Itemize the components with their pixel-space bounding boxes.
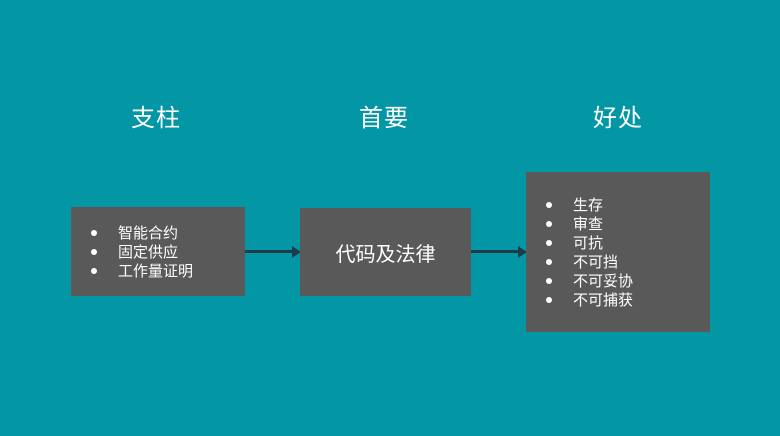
arrowhead-right-icon xyxy=(292,246,301,258)
benefits-box: 生存审查可抗不可挡不可妥协不可捕获 xyxy=(526,172,710,332)
list-item: 不可捕获 xyxy=(546,290,710,309)
list-item: 不可挡 xyxy=(546,252,710,271)
bullet-icon xyxy=(546,239,552,246)
list-item-label: 智能合约 xyxy=(118,225,179,242)
list-item: 生存 xyxy=(546,195,710,214)
list-item-label: 审查 xyxy=(573,216,604,233)
list-item-label: 固定供应 xyxy=(118,244,179,261)
bullet-icon xyxy=(546,220,552,227)
list-item-label: 工作量证明 xyxy=(118,263,194,280)
arrowhead-right-icon xyxy=(518,246,527,258)
list-item: 工作量证明 xyxy=(91,261,245,280)
list-item: 不可妥协 xyxy=(546,271,710,290)
arrow-primary-to-benefits xyxy=(471,250,519,253)
primary-box-label: 代码及法律 xyxy=(335,243,436,266)
list-item: 审查 xyxy=(546,214,710,233)
list-item: 固定供应 xyxy=(91,242,245,261)
bullet-icon xyxy=(546,277,552,284)
list-item-label: 生存 xyxy=(573,197,604,214)
list-item: 智能合约 xyxy=(91,223,245,242)
bullet-icon xyxy=(546,201,552,208)
list-item-label: 不可捕获 xyxy=(573,292,634,309)
pillars-box: 智能合约固定供应工作量证明 xyxy=(71,207,245,296)
primary-box: 代码及法律 xyxy=(300,208,471,296)
bullet-icon xyxy=(546,258,552,265)
bullet-icon xyxy=(546,296,552,303)
list-item-label: 不可挡 xyxy=(573,254,619,271)
bullet-icon xyxy=(91,248,97,255)
bullet-icon xyxy=(91,229,97,236)
list-item-label: 不可妥协 xyxy=(573,273,634,290)
column-header-benefits: 好处 xyxy=(593,105,643,132)
benefits-list: 生存审查可抗不可挡不可妥协不可捕获 xyxy=(526,195,710,309)
arrow-pillars-to-primary xyxy=(245,250,293,253)
column-header-primary: 首要 xyxy=(359,105,409,132)
bullet-icon xyxy=(91,267,97,274)
list-item-label: 可抗 xyxy=(573,235,604,252)
pillars-list: 智能合约固定供应工作量证明 xyxy=(71,223,245,280)
column-header-pillars: 支柱 xyxy=(131,105,181,132)
list-item: 可抗 xyxy=(546,233,710,252)
